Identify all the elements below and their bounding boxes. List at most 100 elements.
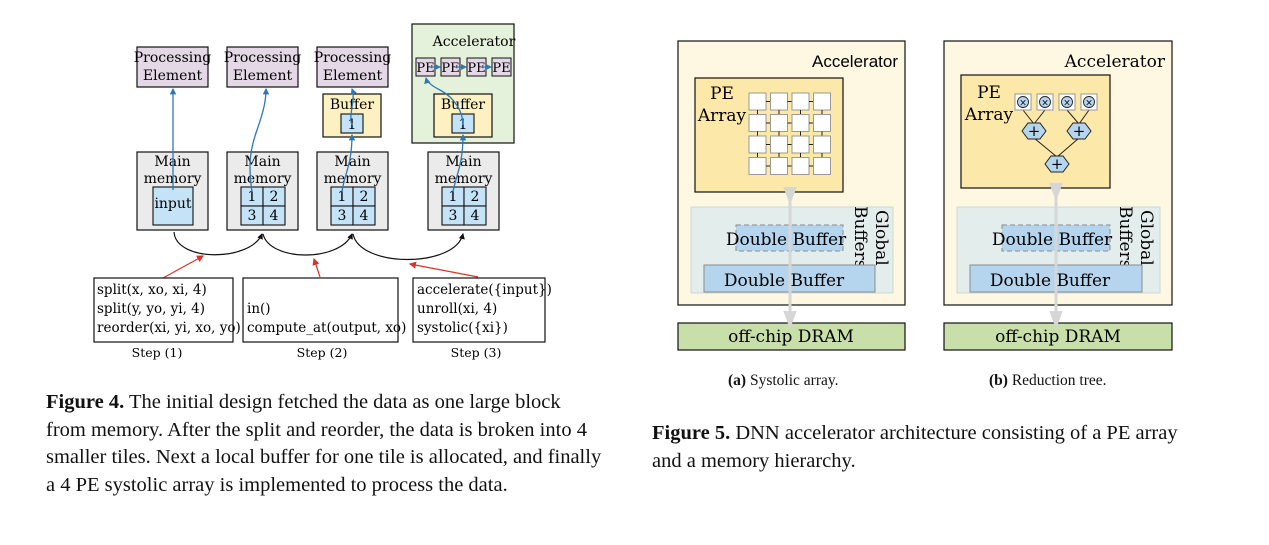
memory-label-line2: memory	[234, 171, 292, 187]
pe-label-line1: Processing	[314, 50, 392, 66]
pe-cell	[770, 114, 788, 132]
pe-cell-label: PE	[416, 61, 434, 76]
pe-cell	[748, 92, 767, 111]
main-memory-2: Main memory 1 2 3 4	[226, 151, 299, 231]
subfigure-b-caption: (b) Reduction tree.	[989, 372, 1107, 390]
accelerator-label: Accelerator	[432, 34, 516, 50]
multiply-icon	[1083, 96, 1095, 108]
main-memory-3: Main memory 1 2 3 4	[316, 151, 389, 231]
tile-grid: 1 2 3 4	[330, 186, 376, 226]
figure-4-caption-text: The initial design fetched the data as o…	[46, 391, 602, 496]
flow-arrow-2	[249, 87, 270, 193]
memory-label-line1: Main	[445, 154, 481, 170]
global-buffers-label-line1: Global	[1136, 210, 1156, 266]
pe-cell	[770, 92, 788, 111]
pe-cell	[748, 135, 767, 154]
tile-grid: 1 2 3 4	[441, 186, 487, 226]
subfigure-b-text: Reduction tree.	[1011, 372, 1107, 389]
processing-element-1: Processing Element	[134, 46, 212, 88]
subfigure-a-tag: (a)	[728, 372, 747, 389]
tree-edge	[1078, 109, 1090, 125]
step-arrows	[162, 255, 479, 279]
pe-cell	[791, 157, 810, 175]
pe-array-label-line2: Array	[964, 105, 1014, 125]
global-buffers-label-line2: Buffers	[1115, 206, 1135, 268]
tree-edge	[1033, 137, 1058, 158]
step-2-code-line: in()	[247, 301, 271, 317]
tile-3: 3	[338, 208, 347, 224]
tile-1: 1	[449, 189, 458, 205]
subfigure-b-reduction-tree: Accelerator PE Array ××××+++ Global Buff…	[943, 40, 1173, 351]
memory-label-line1: Main	[334, 154, 370, 170]
processing-element-3: Processing Element	[314, 46, 392, 88]
tile-3: 3	[449, 208, 458, 224]
tile-grid: 1 2 3 4	[240, 186, 286, 226]
double-buffer-label: Double Buffer	[726, 230, 847, 250]
pe-chain: PE PE PE PE	[415, 57, 512, 77]
step-3-code-line: accelerate({input})	[417, 282, 552, 298]
flow-arrow-3b	[350, 87, 357, 126]
step-3-box: accelerate({input}) unroll(xi, 4) systol…	[412, 277, 552, 360]
tile-1: 1	[248, 189, 257, 205]
pe-cell	[791, 114, 810, 132]
pe-label-line2: Element	[233, 68, 293, 84]
buffer-label: Buffer	[441, 97, 486, 113]
multiply-symbol: ×	[1063, 99, 1071, 109]
multiply-symbol: ×	[1085, 99, 1093, 109]
dram-label: off-chip DRAM	[995, 327, 1121, 347]
tile-4: 4	[360, 208, 369, 224]
local-buffer-step2: Buffer 1	[322, 93, 382, 138]
accelerator-label: Accelerator	[1064, 52, 1166, 72]
figure-4-diagram: Processing Element Processing Element Pr…	[93, 23, 552, 360]
global-buffers-label-line1: Global	[871, 210, 891, 266]
pe-array-label-line1: PE	[977, 83, 1001, 103]
pe-cell	[813, 135, 831, 154]
transformation-arcs	[173, 231, 465, 260]
multiply-icon	[1017, 96, 1029, 108]
tile-4: 4	[471, 208, 480, 224]
add-symbol: +	[1073, 122, 1086, 140]
input-block: input	[154, 196, 191, 212]
tree-edge	[1022, 109, 1035, 125]
tree-edge	[1056, 137, 1080, 158]
step-1-code-line: split(y, yo, yi, 4)	[97, 301, 205, 317]
adder-node	[1044, 155, 1070, 173]
pe-cell-label: PE	[441, 61, 459, 76]
step-2-label: Step (2)	[297, 345, 348, 360]
data-flow-arrows	[169, 76, 467, 193]
multiply-symbol: ×	[1041, 99, 1049, 109]
double-buffer-label: Double Buffer	[990, 271, 1111, 291]
subfigure-b-tag: (b)	[989, 372, 1008, 389]
step-1-label: Step (1)	[132, 345, 183, 360]
tile-2: 2	[360, 189, 369, 205]
tile-1: 1	[338, 189, 347, 205]
tree-edge	[1066, 109, 1080, 125]
pe-cell	[770, 135, 788, 154]
pe-label-line2: Element	[323, 68, 383, 84]
add-symbol: +	[1051, 155, 1064, 173]
adder-node	[1066, 122, 1092, 140]
subfigure-a-text: Systolic array.	[749, 372, 839, 389]
processing-element-2: Processing Element	[224, 46, 301, 88]
memory-label-line1: Main	[244, 154, 280, 170]
step-2-code-line: compute_at(output, xo)	[247, 320, 406, 336]
flow-arrow-3a	[341, 133, 356, 193]
accelerator-label: Accelerator	[812, 52, 898, 71]
double-buffer-label: Double Buffer	[724, 271, 845, 291]
pe-cell	[791, 135, 810, 154]
step-3-code-line: systolic({xi})	[417, 320, 508, 336]
figure-5-diagram: Accelerator PE Array Global Buffers Doub…	[677, 40, 1173, 351]
flow-arrow-4a	[452, 133, 467, 193]
pe-label-line1: Processing	[134, 50, 212, 66]
main-memory-1: Main memory input	[136, 151, 209, 231]
pe-cell	[748, 114, 767, 132]
pe-cell	[791, 92, 810, 111]
tree-edge	[1033, 109, 1046, 125]
global-buffers-label-line2: Buffers	[850, 206, 870, 268]
tile-2: 2	[270, 189, 279, 205]
figure-4-caption: Figure 4. The initial design fetched the…	[46, 389, 602, 499]
step-2-box: in() compute_at(output, xo) Step (2)	[242, 277, 406, 360]
figure-4-caption-label: Figure 4.	[46, 391, 125, 413]
main-memory-4: Main memory 1 2 3 4	[427, 151, 500, 231]
step-1-box: split(x, xo, xi, 4) split(y, yo, yi, 4) …	[93, 277, 241, 360]
